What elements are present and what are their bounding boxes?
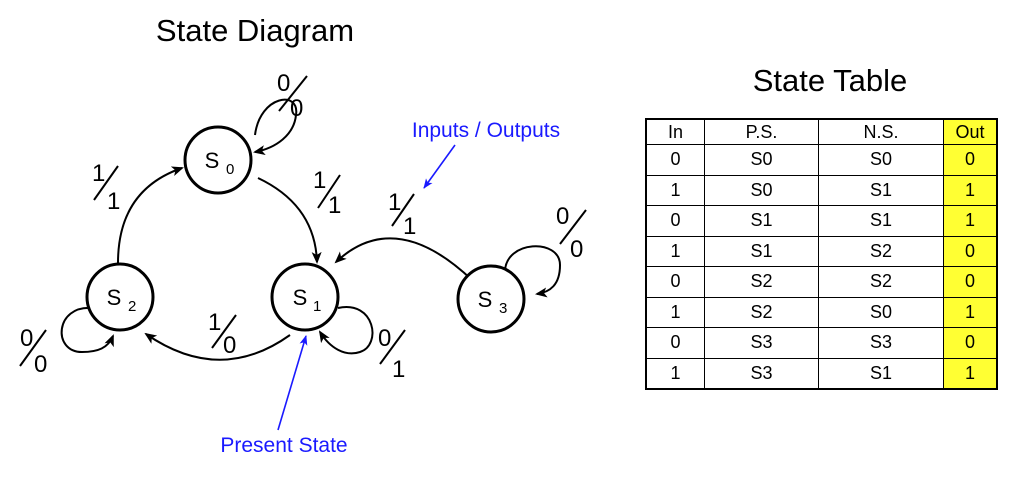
edge-s2-self xyxy=(60,306,114,354)
state-s3-sub: 3 xyxy=(499,300,507,317)
cell-ps: S3 xyxy=(704,327,819,359)
cell-ns: S3 xyxy=(818,327,944,359)
cell-ps: S0 xyxy=(704,174,819,206)
cell-out: 0 xyxy=(943,235,998,267)
inputs-outputs-annotation: Inputs / Outputs xyxy=(412,119,560,142)
label-s2-self-input: 0 xyxy=(20,325,33,352)
cell-ps: S2 xyxy=(704,266,819,298)
label-s1-self-input: 0 xyxy=(378,325,391,352)
table-row: 1 S1 S2 0 xyxy=(645,235,998,267)
state-s2-sub: 2 xyxy=(128,298,136,315)
label-s3-self-output: 0 xyxy=(570,236,583,263)
cell-out: 1 xyxy=(943,357,998,390)
cell-ns: S0 xyxy=(818,296,944,328)
label-s3-self: 0 0 xyxy=(556,203,587,263)
present-state-annotation: Present State xyxy=(220,434,347,457)
cell-in: 0 xyxy=(645,327,705,359)
state-s1-name: S xyxy=(293,285,308,310)
state-s1: S 1 xyxy=(270,262,340,332)
cell-in: 0 xyxy=(645,205,705,237)
header-ns: N.S. xyxy=(818,118,944,145)
label-s2-s0-input: 1 xyxy=(92,160,105,187)
cell-in: 1 xyxy=(645,357,705,390)
state-s3-name: S xyxy=(478,287,493,312)
edge-s3-s1 xyxy=(334,237,473,281)
edge-s1-s2 xyxy=(144,332,291,361)
cell-in: 1 xyxy=(645,296,705,328)
label-s1-s2: 1 0 xyxy=(208,309,237,359)
label-s3-s1: 1 1 xyxy=(388,189,416,240)
cell-in: 1 xyxy=(645,174,705,206)
cell-ns: S1 xyxy=(818,174,944,206)
cell-out: 1 xyxy=(943,205,998,237)
label-s2-self: 0 0 xyxy=(19,325,47,378)
edge-s2-s0 xyxy=(117,166,184,264)
label-s0-self: 0 0 xyxy=(277,70,308,122)
cell-out: 1 xyxy=(943,174,998,206)
edge-s0-self xyxy=(253,98,298,156)
cell-out: 0 xyxy=(943,327,998,359)
cell-ps: S2 xyxy=(704,296,819,328)
label-s3-s1-output: 1 xyxy=(403,213,416,240)
label-s0-s1: 1 1 xyxy=(313,167,341,219)
label-s3-s1-input: 1 xyxy=(388,189,401,216)
label-s1-self-output: 1 xyxy=(392,356,405,383)
table-row: 1 S2 S0 1 xyxy=(645,296,998,328)
table-row: 0 S3 S3 0 xyxy=(645,327,998,359)
present-state-pointer xyxy=(277,335,308,431)
cell-ps: S0 xyxy=(704,144,819,176)
label-s0-s1-input: 1 xyxy=(313,167,326,194)
state-s0: S 0 xyxy=(183,125,253,195)
table-row: 1 S0 S1 1 xyxy=(645,174,998,206)
table-row: 0 S2 S2 0 xyxy=(645,266,998,298)
header-out: Out xyxy=(943,118,998,145)
label-s0-self-input: 0 xyxy=(277,70,290,97)
cell-in: 0 xyxy=(645,266,705,298)
header-ps: P.S. xyxy=(704,118,819,145)
state-s2-name: S xyxy=(107,285,122,310)
edge-s1-self xyxy=(318,306,374,355)
edge-s0-s1 xyxy=(257,177,322,264)
cell-ns: S0 xyxy=(818,144,944,176)
table-header-row: In P.S. N.S. Out xyxy=(645,118,998,145)
inputs-outputs-pointer xyxy=(423,144,456,189)
state-s1-sub: 1 xyxy=(313,298,321,315)
label-s2-s0: 1 1 xyxy=(92,160,120,215)
label-s2-s0-output: 1 xyxy=(107,188,120,215)
diagram-title: State Diagram xyxy=(156,13,354,48)
edge-s3-self xyxy=(504,245,562,298)
cell-ns: S1 xyxy=(818,205,944,237)
label-s1-s2-output: 0 xyxy=(223,332,236,359)
cell-out: 1 xyxy=(943,296,998,328)
table-title: State Table xyxy=(752,63,908,98)
cell-ns: S2 xyxy=(818,266,944,298)
state-s0-name: S xyxy=(205,148,220,173)
table-row: 0 S0 S0 0 xyxy=(645,144,998,176)
state-s2: S 2 xyxy=(85,262,155,332)
state-table: In P.S. N.S. Out 0 S0 S0 0 1 S0 S1 1 0 S… xyxy=(645,118,998,390)
cell-in: 1 xyxy=(645,235,705,267)
label-s0-self-output: 0 xyxy=(290,95,303,122)
label-s1-s2-input: 1 xyxy=(208,309,221,336)
label-s2-self-output: 0 xyxy=(34,351,47,378)
cell-in: 0 xyxy=(645,144,705,176)
cell-out: 0 xyxy=(943,266,998,298)
table-row: 0 S1 S1 1 xyxy=(645,205,998,237)
table-row: 1 S3 S1 1 xyxy=(645,357,998,390)
label-s1-self: 0 1 xyxy=(378,325,406,383)
state-s0-sub: 0 xyxy=(226,161,234,178)
cell-out: 0 xyxy=(943,144,998,176)
header-in: In xyxy=(645,118,705,145)
cell-ps: S1 xyxy=(704,235,819,267)
state-diagram: State Diagram S 0 S 1 S 2 S 3 0 0 1 1 1 xyxy=(19,13,587,457)
state-s3: S 3 xyxy=(456,264,526,334)
label-s0-s1-output: 1 xyxy=(328,192,341,219)
cell-ns: S2 xyxy=(818,235,944,267)
cell-ps: S3 xyxy=(704,357,819,390)
cell-ps: S1 xyxy=(704,205,819,237)
cell-ns: S1 xyxy=(818,357,944,390)
label-s3-self-input: 0 xyxy=(556,203,569,230)
